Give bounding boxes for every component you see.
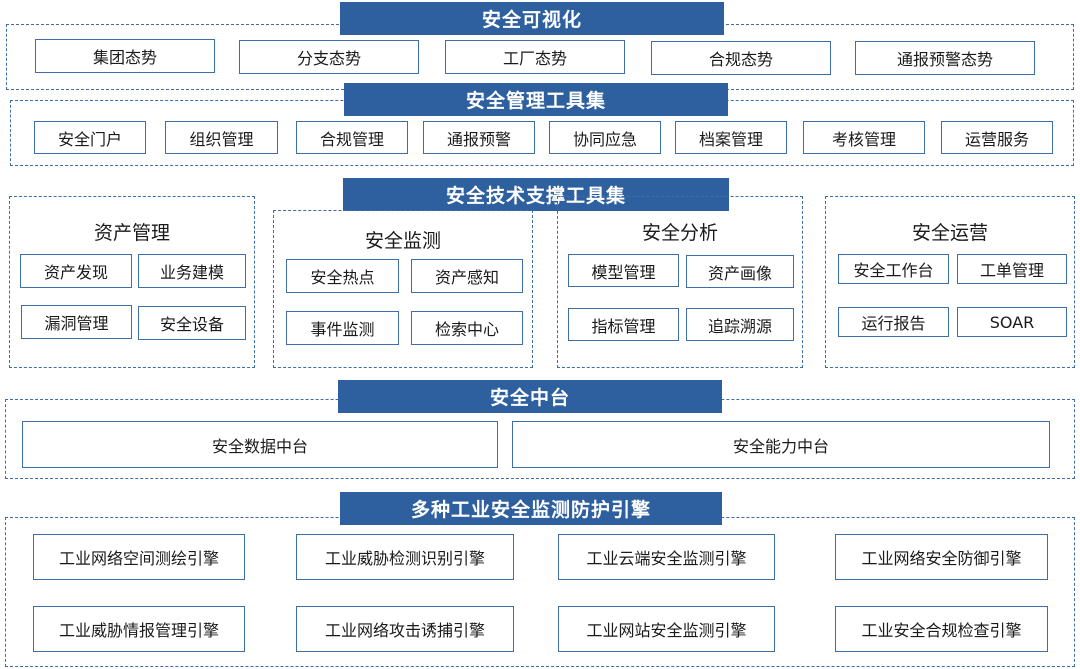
work-order-box: 工单管理 xyxy=(957,254,1067,284)
soar-box: SOAR xyxy=(957,307,1067,337)
engine-cyberspace-mapping: 工业网络空间测绘引擎 xyxy=(33,534,245,580)
group-security-monitoring-title: 安全监测 xyxy=(364,230,441,252)
group-security-analysis-title: 安全分析 xyxy=(641,222,718,244)
asset-discovery-box: 资产发现 xyxy=(20,254,132,288)
security-hotspot-box: 安全热点 xyxy=(286,259,399,293)
management-banner: 安全管理工具集 xyxy=(344,83,728,116)
vulnerability-management-box: 漏洞管理 xyxy=(21,305,132,339)
engine-threat-detection: 工业威胁检测识别引擎 xyxy=(296,534,514,580)
group-security-analysis xyxy=(557,196,803,368)
visualization-banner: 安全可视化 xyxy=(340,2,724,35)
engine-network-defense: 工业网络安全防御引擎 xyxy=(835,534,1048,580)
group-security-operations xyxy=(825,196,1075,368)
model-management-box: 模型管理 xyxy=(568,254,679,287)
mgmt-item-portal: 安全门户 xyxy=(34,121,146,154)
data-middle-platform-box: 安全数据中台 xyxy=(22,421,498,468)
tech-support-banner: 安全技术支撑工具集 xyxy=(343,178,729,211)
engine-attack-trapping: 工业网络攻击诱捕引擎 xyxy=(296,606,514,652)
mgmt-item-emergency: 协同应急 xyxy=(549,121,661,154)
vis-item-group: 集团态势 xyxy=(35,39,215,73)
security-device-box: 安全设备 xyxy=(138,306,246,340)
business-modeling-box: 业务建模 xyxy=(138,254,246,288)
engine-cloud-monitoring: 工业云端安全监测引擎 xyxy=(558,534,775,580)
mgmt-item-operation: 运营服务 xyxy=(941,121,1053,154)
mgmt-item-assessment: 考核管理 xyxy=(803,121,925,154)
capability-middle-platform-box: 安全能力中台 xyxy=(512,421,1050,468)
engine-compliance-check: 工业安全合规检查引擎 xyxy=(835,606,1048,652)
trace-source-box: 追踪溯源 xyxy=(686,308,794,341)
group-asset-management-title: 资产管理 xyxy=(93,222,170,244)
engine-website-monitoring: 工业网站安全监测引擎 xyxy=(558,606,775,652)
engines-banner: 多种工业安全监测防护引擎 xyxy=(340,492,722,525)
group-security-monitoring xyxy=(273,210,533,368)
group-asset-management xyxy=(9,196,255,368)
engine-threat-intel: 工业威胁情报管理引擎 xyxy=(33,606,245,652)
mgmt-item-compliance: 合规管理 xyxy=(296,121,408,154)
mgmt-item-archive: 档案管理 xyxy=(675,121,787,154)
search-center-box: 检索中心 xyxy=(411,311,523,345)
group-security-operations-title: 安全运营 xyxy=(911,222,988,244)
mgmt-item-org: 组织管理 xyxy=(165,121,278,154)
asset-awareness-box: 资产感知 xyxy=(411,259,523,293)
asset-profile-box: 资产画像 xyxy=(686,255,794,288)
vis-item-branch: 分支态势 xyxy=(239,40,419,74)
vis-item-compliance: 合规态势 xyxy=(651,41,831,75)
mgmt-item-alert: 通报预警 xyxy=(423,121,535,154)
middle-platform-banner: 安全中台 xyxy=(338,380,722,413)
operation-report-box: 运行报告 xyxy=(838,307,949,337)
security-workbench-box: 安全工作台 xyxy=(838,254,949,284)
event-monitoring-box: 事件监测 xyxy=(286,311,399,345)
indicator-management-box: 指标管理 xyxy=(568,308,679,341)
vis-item-factory: 工厂态势 xyxy=(445,40,625,74)
vis-item-alert: 通报预警态势 xyxy=(855,41,1035,75)
